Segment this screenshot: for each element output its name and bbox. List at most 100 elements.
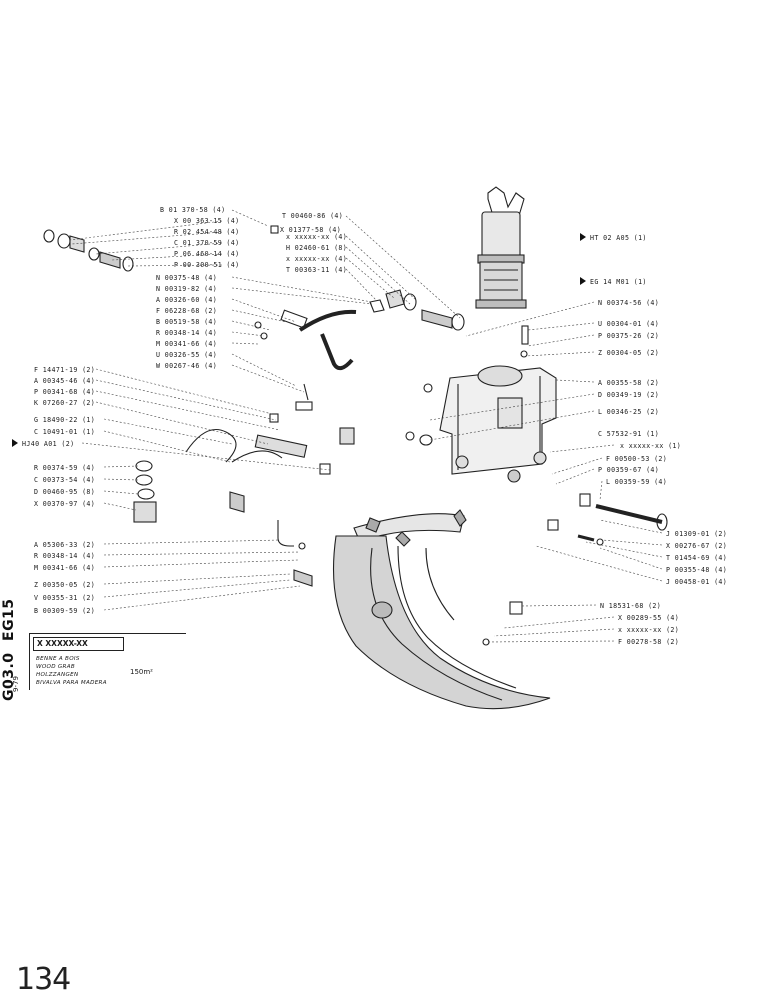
leader-line xyxy=(555,468,595,485)
leader-line xyxy=(103,559,299,568)
leader-line xyxy=(535,545,663,582)
part-label: A 00326-60 (4) xyxy=(156,296,218,304)
reference-arrow-icon xyxy=(580,277,586,285)
leader-line xyxy=(95,368,273,415)
part-label: C 10491-01 (1) xyxy=(34,428,96,436)
part-label: X 00 363-15 (4) xyxy=(174,217,240,225)
reference-arrow-icon xyxy=(580,233,586,241)
main-frame xyxy=(405,325,557,483)
leader-line xyxy=(231,364,305,393)
part-label: G 18490-22 (1) xyxy=(34,416,96,424)
part-label: x xxxxx-xx (2) xyxy=(618,626,680,634)
part-label: EG 14 M01 (1) xyxy=(590,278,647,286)
leader-line xyxy=(103,490,139,495)
marker-box-icon xyxy=(270,225,279,234)
leader-line xyxy=(103,573,291,585)
leader-line xyxy=(231,309,287,323)
part-label: R 00348-14 (4) xyxy=(34,552,96,560)
leader-line xyxy=(103,579,291,598)
leader-line xyxy=(493,628,615,637)
leader-line xyxy=(231,276,373,303)
pin-assembly xyxy=(482,493,668,646)
leader-line xyxy=(525,351,595,357)
part-label: X 00289-55 (4) xyxy=(618,614,680,622)
part-label: R 00374-59 (4) xyxy=(34,464,96,472)
capacity-value: 150m² xyxy=(130,668,153,676)
part-label: HT 02 A05 (1) xyxy=(590,234,647,242)
leader-line xyxy=(231,287,373,305)
grab-jaws xyxy=(332,509,551,710)
description-es: BIVALVA PARA MADERA xyxy=(36,680,107,686)
part-label: U 00326-55 (4) xyxy=(156,351,218,359)
part-label: D 00349-19 (2) xyxy=(598,391,660,399)
leader-line xyxy=(231,298,297,323)
reference-arrow-icon xyxy=(12,439,18,447)
part-label: P 00355-48 (4) xyxy=(666,566,728,574)
part-label: X 01377-58 (4) xyxy=(280,226,342,234)
part-label: A 05306-33 (2) xyxy=(34,541,96,549)
part-label: R 02 454-48 (4) xyxy=(174,228,240,236)
part-label: L 00346-25 (2) xyxy=(598,408,660,416)
part-label: F 00278-58 (2) xyxy=(618,638,680,646)
part-label: Z 00304-05 (2) xyxy=(598,349,660,357)
part-label: M 00341-66 (4) xyxy=(34,564,96,572)
leader-line xyxy=(103,430,231,463)
part-label: x xxxxx-xx (4) xyxy=(286,255,348,263)
part-label: F 14471-19 (2) xyxy=(34,366,96,374)
description-fr: BENNE A BOIS xyxy=(36,656,80,662)
leader-line xyxy=(95,390,281,431)
leader-line xyxy=(599,519,663,534)
part-label: HJ40 A01 (2) xyxy=(22,440,75,448)
leader-line xyxy=(95,379,277,421)
part-label: U 00304-01 (4) xyxy=(598,320,660,328)
part-label: T 00460-86 (4) xyxy=(282,212,344,220)
leader-line xyxy=(103,585,301,611)
leader-line xyxy=(231,209,269,227)
leader-line xyxy=(81,442,331,471)
side-date: 9-79 xyxy=(11,676,20,692)
leader-line xyxy=(69,220,223,241)
part-label: T 00363-11 (4) xyxy=(286,266,348,274)
part-label: C 57532-91 (1) xyxy=(598,430,660,438)
part-label: P 00 300-51 (4) xyxy=(174,261,240,269)
description-de: HOLZZANGEN xyxy=(36,672,79,678)
part-label: N 18531-68 (2) xyxy=(600,602,662,610)
leader-line xyxy=(599,480,603,501)
part-label: A 00355-58 (2) xyxy=(598,379,660,387)
part-label: V 00355-31 (2) xyxy=(34,594,96,602)
part-label: C 00373-54 (4) xyxy=(34,476,96,484)
part-label: X 00370-97 (4) xyxy=(34,500,96,508)
part-label: P 00359-67 (4) xyxy=(598,466,660,474)
part-label: B 00519-58 (4) xyxy=(156,318,218,326)
leader-line xyxy=(345,268,377,301)
leader-line xyxy=(521,604,597,607)
part-label: W 00267-46 (4) xyxy=(156,362,218,370)
part-label: N 00374-56 (4) xyxy=(598,299,660,307)
part-label: A 00345-46 (4) xyxy=(34,377,96,385)
title-frame xyxy=(29,633,186,690)
leader-line xyxy=(485,640,615,643)
part-label: J 01309-01 (2) xyxy=(666,530,728,538)
part-label: P 00375-26 (2) xyxy=(598,332,660,340)
part-label: Z 00350-05 (2) xyxy=(34,581,96,589)
part-label: x xxxxx-xx (1) xyxy=(620,442,682,450)
part-label: H 02460-61 (8) xyxy=(286,244,348,252)
leader-line xyxy=(345,235,417,301)
part-label: x xxxxx-xx (4) xyxy=(286,233,348,241)
leader-line xyxy=(503,616,615,629)
description-en: WOOD GRAB xyxy=(36,664,76,670)
part-label: N 00375-48 (4) xyxy=(156,274,218,282)
leader-line xyxy=(527,322,595,331)
part-label: F 00500-53 (2) xyxy=(606,455,668,463)
part-label: F 06228-68 (2) xyxy=(156,307,218,315)
leader-line xyxy=(95,242,223,255)
leader-line xyxy=(345,246,411,305)
leader-line xyxy=(103,551,301,556)
valve-and-wiring xyxy=(133,383,355,587)
leader-line xyxy=(231,320,271,331)
leader-line xyxy=(231,342,259,345)
leader-line xyxy=(103,418,233,445)
title-code-box: X XXXXX-XX xyxy=(33,637,124,651)
part-label: K 07260-27 (2) xyxy=(34,399,96,407)
